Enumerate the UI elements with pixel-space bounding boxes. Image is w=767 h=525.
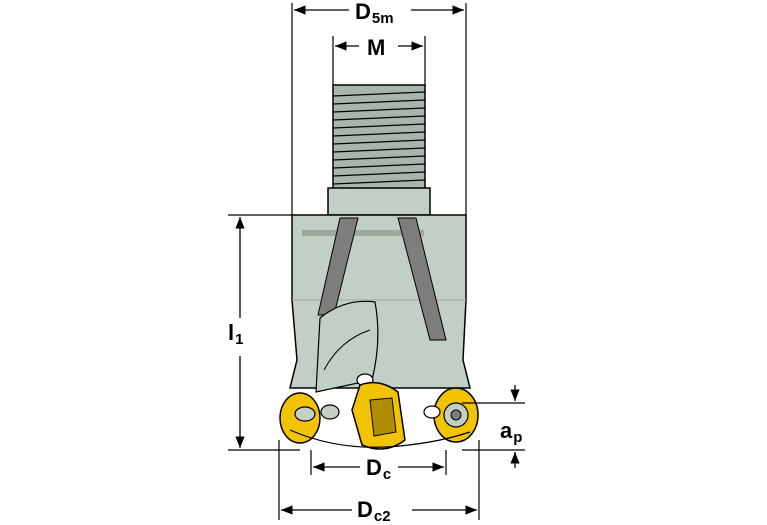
- ap-main: a: [500, 418, 513, 443]
- extension-lines: [228, 3, 525, 520]
- dimension-label-ap: ap: [500, 418, 523, 446]
- d5m-main: D: [355, 0, 371, 24]
- threaded-shank: [327, 84, 431, 216]
- dimension-label-dc2: Dc2: [357, 497, 391, 525]
- m-main: M: [367, 35, 386, 60]
- dimension-label-l1: l1: [228, 320, 244, 348]
- dc2-main: D: [357, 497, 373, 522]
- dc2-sub: c2: [373, 508, 391, 525]
- dimension-label-m: M: [367, 37, 385, 59]
- d5m-sub: 5m: [371, 10, 394, 27]
- dimension-lines: [235, 5, 520, 515]
- l1-sub: 1: [235, 331, 244, 348]
- dc-main: D: [366, 455, 382, 480]
- cutting-inserts: [279, 381, 479, 450]
- dimension-label-dc: Dc: [366, 455, 392, 483]
- dimension-label-d5m: D5m: [355, 0, 394, 27]
- l1-main: l: [228, 320, 235, 345]
- chip-flutes: [315, 217, 447, 393]
- cutter-body: [289, 214, 471, 389]
- dc-sub: c: [382, 466, 392, 483]
- ap-sub: p: [513, 429, 523, 446]
